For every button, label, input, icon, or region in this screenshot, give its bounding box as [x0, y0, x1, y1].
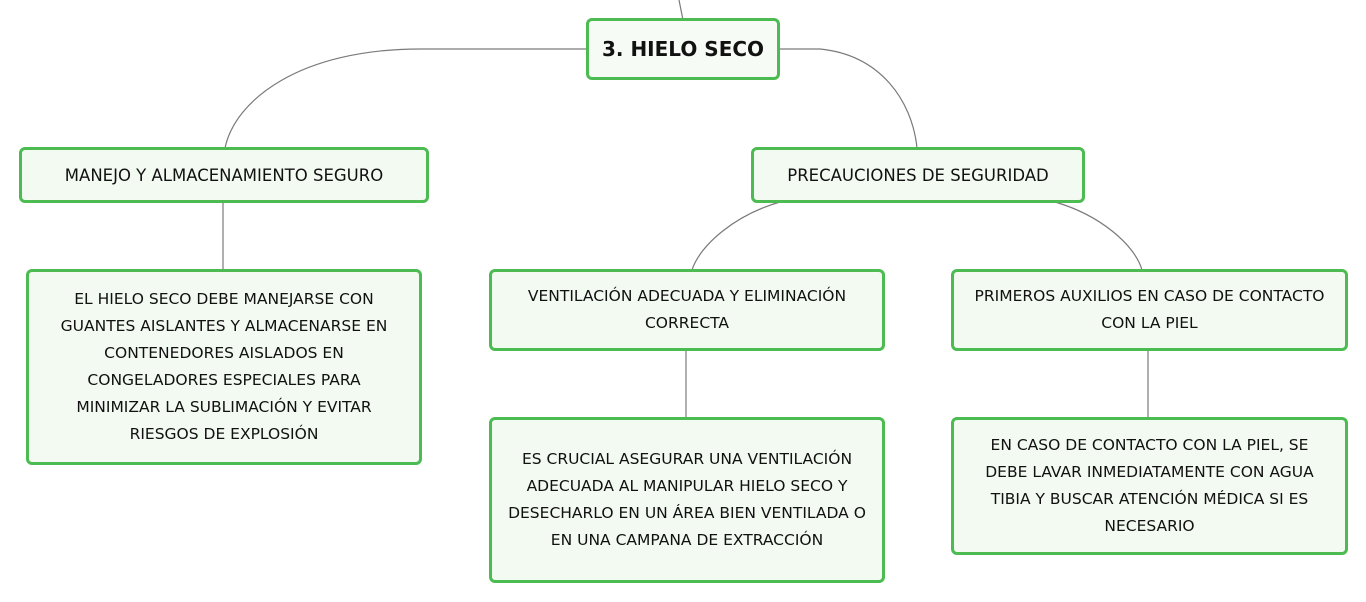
node-manejo[interactable]: MANEJO Y ALMACENAMIENTO SEGURO: [19, 147, 429, 203]
node-ventilacion-label: VENTILACIÓN ADECUADA Y ELIMINACIÓN CORRE…: [527, 287, 847, 332]
connector-incoming-root: [678, 0, 684, 21]
node-auxilios[interactable]: PRIMEROS AUXILIOS EN CASO DE CONTACTO CO…: [951, 269, 1348, 351]
node-auxilios-detail-label: EN CASO DE CONTACTO CON LA PIEL, SE DEBE…: [985, 436, 1314, 535]
node-manejo-detail[interactable]: EL HIELO SECO DEBE MANEJARSE CON GUANTES…: [26, 269, 422, 465]
node-manejo-detail-label: EL HIELO SECO DEBE MANEJARSE CON GUANTES…: [60, 290, 388, 443]
connector-root-precauciones: [778, 48, 918, 149]
connector-precauciones-auxilios: [1054, 201, 1143, 271]
node-ventilacion-detail[interactable]: ES CRUCIAL ASEGURAR UNA VENTILACIÓN ADEC…: [489, 417, 885, 583]
connector-root-manejo: [224, 48, 588, 149]
root-node[interactable]: 3. HIELO SECO: [586, 18, 780, 80]
node-precauciones-label: PRECAUCIONES DE SEGURIDAD: [787, 165, 1049, 185]
connector-precauciones-ventilacion: [691, 201, 781, 271]
node-ventilacion[interactable]: VENTILACIÓN ADECUADA Y ELIMINACIÓN CORRE…: [489, 269, 885, 351]
node-auxilios-detail[interactable]: EN CASO DE CONTACTO CON LA PIEL, SE DEBE…: [951, 417, 1348, 555]
node-manejo-label: MANEJO Y ALMACENAMIENTO SEGURO: [64, 165, 384, 185]
root-node-label: 3. HIELO SECO: [601, 36, 765, 61]
node-ventilacion-detail-label: ES CRUCIAL ASEGURAR UNA VENTILACIÓN ADEC…: [508, 450, 866, 549]
node-auxilios-label: PRIMEROS AUXILIOS EN CASO DE CONTACTO CO…: [974, 287, 1325, 332]
node-precauciones[interactable]: PRECAUCIONES DE SEGURIDAD: [751, 147, 1085, 203]
